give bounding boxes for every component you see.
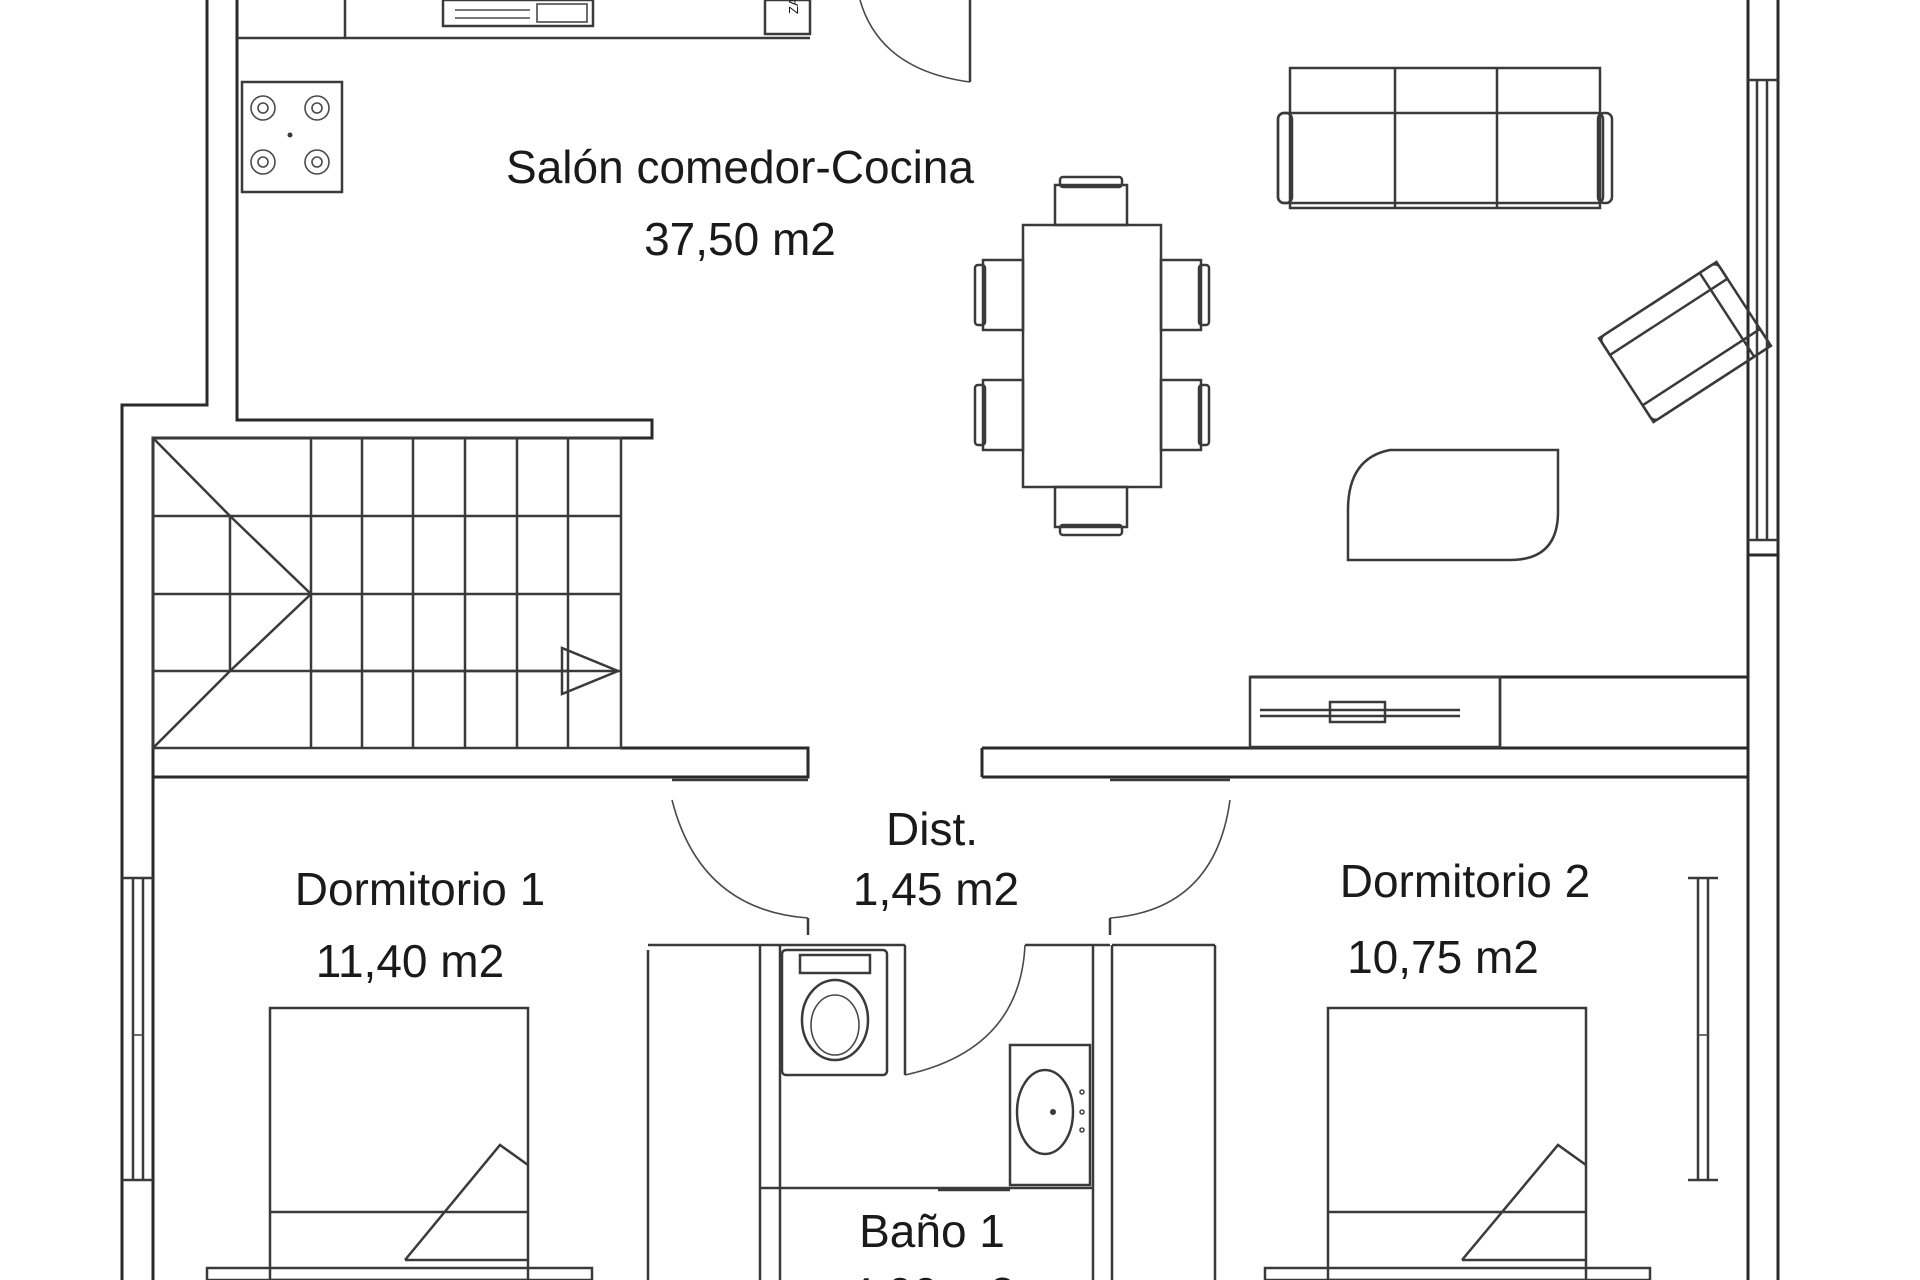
tv-cabinet — [1248, 675, 1502, 749]
room-name-salon: Salón comedor-Cocina — [506, 141, 974, 193]
doors-dist — [671, 778, 1231, 1076]
window-dormitorio-2 — [1688, 876, 1718, 1182]
kitchen: ZAR — [240, 0, 972, 194]
sofa — [1276, 66, 1614, 210]
armchair — [1597, 260, 1773, 424]
room-area-dorm2: 10,75 m2 — [1347, 931, 1539, 983]
cooktop — [240, 80, 344, 194]
dining-table — [973, 175, 1211, 537]
room-name-dorm2: Dormitorio 2 — [1340, 855, 1591, 907]
room-name-dorm1: Dormitorio 1 — [295, 863, 546, 915]
bed-dormitorio-1 — [205, 1006, 594, 1280]
room-area-salon: 37,50 m2 — [644, 213, 836, 265]
room-area-dist: 1,45 m2 — [853, 863, 1019, 915]
window-living — [1748, 78, 1778, 542]
bathroom — [780, 948, 1092, 1192]
room-area-bano1: 4,00 m2 — [849, 1268, 1015, 1280]
room-area-dorm1: 11,40 m2 — [316, 935, 504, 987]
room-name-bano1: Baño 1 — [859, 1205, 1005, 1257]
room-labels: Salón comedor-Cocina 37,50 m2 Dist. 1,45… — [295, 141, 1591, 1280]
appliance-label: ZAR — [786, 0, 801, 14]
bed-dormitorio-2 — [1263, 1006, 1652, 1280]
room-name-dist: Dist. — [886, 803, 978, 855]
coffee-table — [1346, 448, 1560, 562]
stairs — [151, 436, 623, 750]
window-dormitorio-1 — [122, 876, 153, 1182]
